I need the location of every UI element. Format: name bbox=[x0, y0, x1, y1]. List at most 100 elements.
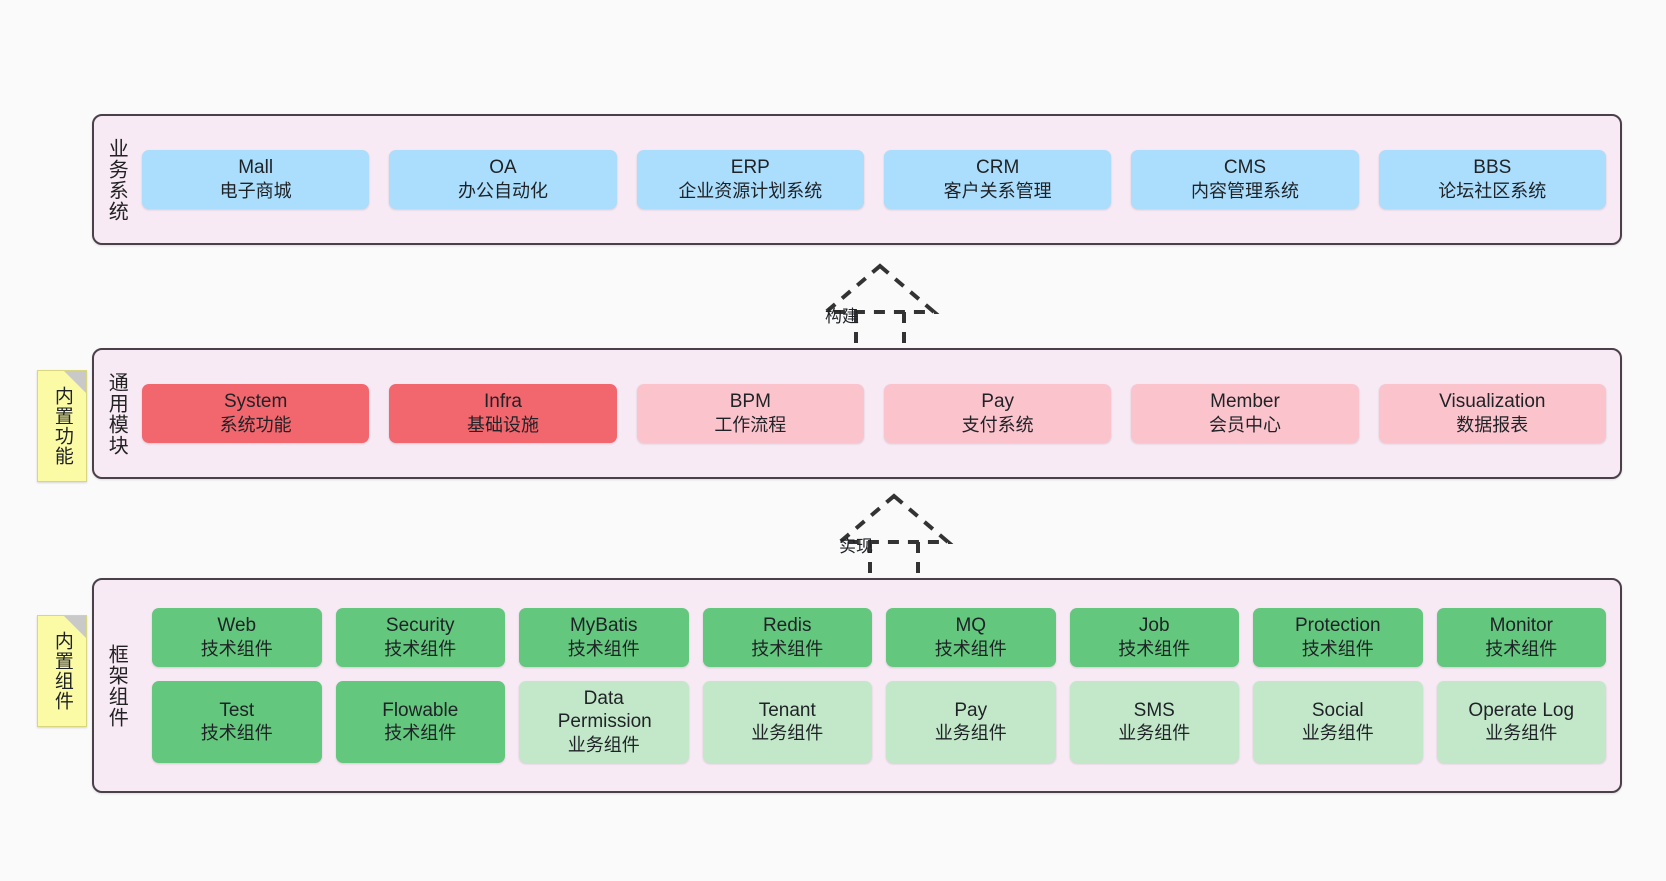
component-name-en: Monitor bbox=[1489, 615, 1553, 637]
component-name-cn: 技术组件 bbox=[1301, 639, 1374, 660]
component-name-en: MyBatis bbox=[569, 615, 638, 637]
module-box-member[interactable]: Member 会员中心 bbox=[1131, 384, 1359, 443]
module-name-cn: 办公自动化 bbox=[457, 181, 548, 202]
component-box-protection[interactable]: Protection 技术组件 bbox=[1253, 608, 1423, 667]
module-name-en: Pay bbox=[981, 391, 1015, 413]
module-box-visualization[interactable]: Visualization 数据报表 bbox=[1378, 384, 1606, 443]
component-name-en: Security bbox=[385, 615, 455, 637]
component-box-data-permission[interactable]: Data Permission 业务组件 bbox=[519, 680, 689, 763]
sticky-note-builtin-components: 内置组件 bbox=[37, 615, 87, 727]
layer-body-business-systems: Mall 电子商城 OA 办公自动化 ERP 企业资源计划系统 CRM 客户关系… bbox=[138, 116, 1620, 243]
note-fold-icon bbox=[64, 616, 86, 638]
module-box-oa[interactable]: OA 办公自动化 bbox=[389, 150, 617, 209]
layer-body-framework-components: Web 技术组件 Security 技术组件 MyBatis 技术组件 Redi… bbox=[138, 580, 1620, 791]
arrowhead-triangle bbox=[834, 493, 954, 544]
component-box-mybatis[interactable]: MyBatis 技术组件 bbox=[519, 608, 689, 667]
component-name-en: SMS bbox=[1133, 699, 1175, 721]
component-name-en: Social bbox=[1311, 699, 1364, 721]
component-name-cn: 技术组件 bbox=[934, 639, 1007, 660]
module-name-cn: 系统功能 bbox=[219, 415, 292, 436]
module-box-mall[interactable]: Mall 电子商城 bbox=[142, 150, 370, 209]
layer-framework-components: 框架组件 Web 技术组件 Security 技术组件 MyBatis 技术组件… bbox=[92, 578, 1622, 793]
component-name-en: MQ bbox=[955, 615, 987, 637]
layer-title-common-modules: 通用模块 bbox=[105, 371, 128, 456]
component-name-cn: 技术组件 bbox=[200, 639, 273, 660]
module-name-cn: 数据报表 bbox=[1456, 415, 1529, 436]
component-box-social[interactable]: Social 业务组件 bbox=[1253, 680, 1423, 763]
component-name-cn: 业务组件 bbox=[751, 723, 824, 744]
component-box-sms[interactable]: SMS 业务组件 bbox=[1069, 680, 1239, 763]
component-box-flowable[interactable]: Flowable 技术组件 bbox=[335, 680, 505, 763]
module-name-en: Mall bbox=[238, 157, 274, 179]
component-name-cn: 技术组件 bbox=[1118, 639, 1191, 660]
component-name-cn: 技术组件 bbox=[384, 723, 457, 744]
module-name-cn: 基础设施 bbox=[466, 415, 539, 436]
component-name-cn: 业务组件 bbox=[934, 723, 1007, 744]
layer-common-modules: 通用模块 System 系统功能 Infra 基础设施 BPM 工作流程 Pay… bbox=[92, 348, 1622, 479]
sticky-note-builtin-functions: 内置功能 bbox=[37, 370, 87, 482]
component-name-en: Test bbox=[219, 699, 255, 721]
layer-title-framework-components: 框架组件 bbox=[105, 643, 128, 728]
layer-business-systems: 业务系统 Mall 电子商城 OA 办公自动化 ERP 企业资源计划系统 CRM… bbox=[92, 114, 1622, 245]
module-box-infra[interactable]: Infra 基础设施 bbox=[389, 384, 617, 443]
connector-implement: 实现 bbox=[814, 492, 974, 582]
component-name-cn: 业务组件 bbox=[1118, 723, 1191, 744]
arrowhead-triangle bbox=[820, 263, 940, 314]
component-box-monitor[interactable]: Monitor 技术组件 bbox=[1436, 608, 1606, 667]
component-name-en: Pay bbox=[954, 699, 988, 721]
module-name-en: Infra bbox=[483, 391, 522, 413]
module-name-cn: 支付系统 bbox=[961, 415, 1034, 436]
module-box-crm[interactable]: CRM 客户关系管理 bbox=[883, 150, 1112, 209]
module-box-bbs[interactable]: BBS 论坛社区系统 bbox=[1378, 150, 1606, 209]
component-box-tenant[interactable]: Tenant 业务组件 bbox=[702, 680, 872, 763]
component-name-cn: 技术组件 bbox=[751, 639, 824, 660]
module-name-cn: 内容管理系统 bbox=[1190, 181, 1299, 202]
module-name-en: System bbox=[223, 391, 288, 413]
connector-label-build: 构建 bbox=[825, 307, 859, 326]
module-name-cn: 电子商城 bbox=[219, 181, 292, 202]
module-box-erp[interactable]: ERP 企业资源计划系统 bbox=[636, 150, 864, 209]
component-name-en: Job bbox=[1138, 615, 1170, 637]
module-box-bpm[interactable]: BPM 工作流程 bbox=[636, 384, 864, 443]
component-box-test[interactable]: Test 技术组件 bbox=[152, 680, 322, 763]
layer-row: System 系统功能 Infra 基础设施 BPM 工作流程 Pay 支付系统… bbox=[142, 384, 1606, 443]
component-name-cn: 技术组件 bbox=[384, 639, 457, 660]
arrow-stem bbox=[868, 542, 920, 582]
component-name-en: Data Permission bbox=[557, 687, 652, 733]
component-name-en: Web bbox=[217, 615, 257, 637]
layer-row-tech: Web 技术组件 Security 技术组件 MyBatis 技术组件 Redi… bbox=[152, 608, 1606, 667]
sticky-note-text: 内置组件 bbox=[51, 631, 73, 711]
layer-row-business: Test 技术组件 Flowable 技术组件 Data Permission … bbox=[152, 680, 1606, 763]
layer-body-common-modules: System 系统功能 Infra 基础设施 BPM 工作流程 Pay 支付系统… bbox=[138, 350, 1620, 477]
module-box-pay[interactable]: Pay 支付系统 bbox=[883, 384, 1112, 443]
module-name-en: Visualization bbox=[1439, 391, 1546, 413]
module-name-en: BBS bbox=[1473, 157, 1512, 179]
component-box-job[interactable]: Job 技术组件 bbox=[1069, 608, 1239, 667]
component-name-en: Flowable bbox=[382, 699, 459, 721]
module-name-cn: 会员中心 bbox=[1208, 415, 1281, 436]
module-name-en: OA bbox=[489, 157, 517, 179]
component-box-web[interactable]: Web 技术组件 bbox=[152, 608, 322, 667]
module-name-cn: 工作流程 bbox=[714, 415, 787, 436]
module-name-en: CRM bbox=[976, 157, 1020, 179]
component-name-cn: 业务组件 bbox=[567, 735, 640, 756]
component-name-cn: 技术组件 bbox=[567, 639, 640, 660]
module-name-cn: 论坛社区系统 bbox=[1438, 181, 1547, 202]
component-name-cn: 业务组件 bbox=[1301, 723, 1374, 744]
module-name-en: Member bbox=[1210, 391, 1280, 413]
module-box-cms[interactable]: CMS 内容管理系统 bbox=[1131, 150, 1359, 209]
component-box-redis[interactable]: Redis 技术组件 bbox=[702, 608, 872, 667]
sticky-note-text: 内置功能 bbox=[51, 386, 73, 466]
component-box-mq[interactable]: MQ 技术组件 bbox=[886, 608, 1056, 667]
component-name-en: Protection bbox=[1294, 615, 1381, 637]
module-name-cn: 客户关系管理 bbox=[943, 181, 1052, 202]
component-box-operate-log[interactable]: Operate Log 业务组件 bbox=[1436, 680, 1606, 763]
component-box-pay[interactable]: Pay 业务组件 bbox=[886, 680, 1056, 763]
layer-title-business-systems: 业务系统 bbox=[105, 137, 128, 222]
module-name-en: ERP bbox=[730, 157, 770, 179]
component-box-security[interactable]: Security 技术组件 bbox=[335, 608, 505, 667]
component-name-en: Operate Log bbox=[1468, 699, 1575, 721]
component-name-en: Tenant bbox=[758, 699, 816, 721]
module-box-system[interactable]: System 系统功能 bbox=[142, 384, 370, 443]
connector-label-implement: 实现 bbox=[839, 537, 873, 556]
